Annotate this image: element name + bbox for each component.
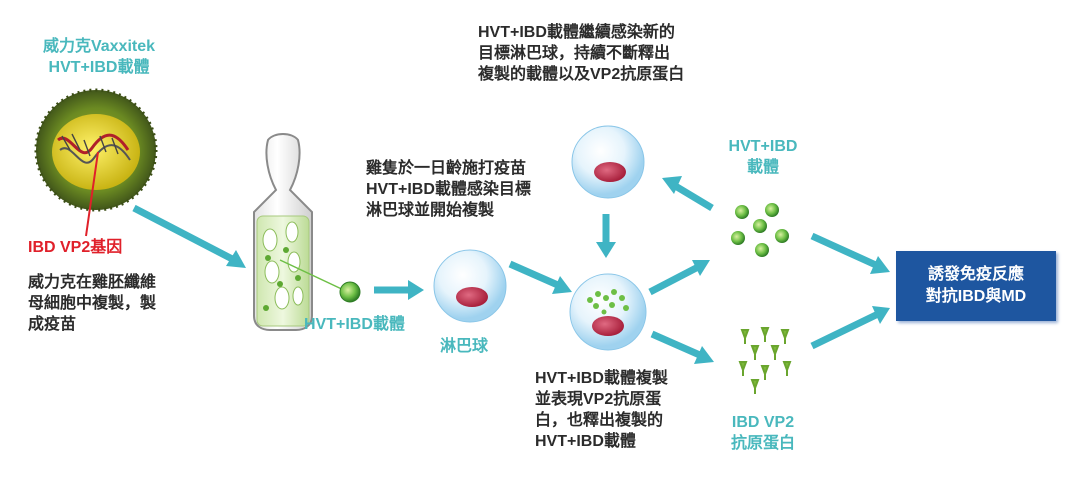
arrow-cell-to-antigens: [650, 330, 714, 364]
continued-infection-description: HVT+IBD載體繼續感染新的 目標淋巴球，持續不斷釋出 複製的載體以及VP2抗…: [478, 24, 685, 84]
lymphocyte-label: 淋巴球: [440, 338, 489, 355]
hvt-ibd-particle-icon: [339, 281, 361, 303]
arrow-carriers-to-result: [810, 232, 890, 274]
vaccination-description: 雞隻於一日齡施打疫苗 HVT+IBD載體感染目標 淋巴球並開始複製: [366, 160, 531, 220]
hvt-ibd-virus-icon: [34, 88, 158, 212]
hvt-ibd-vector-label: HVT+IBD載體: [304, 316, 405, 333]
carrier-label: HVT+IBD 載體: [728, 138, 798, 177]
vector-name-label: 威力克Vaxxitek HVT+IBD載體: [42, 38, 156, 77]
antigen-label: IBD VP2 抗原蛋白: [730, 414, 795, 453]
replication-description: HVT+IBD載體複製 並表現VP2抗原蛋 白，也釋出複製的 HVT+IBD載體: [535, 370, 668, 451]
carrier-particles-icon: [731, 203, 789, 257]
culture-description: 威力克在雞胚纖維 母細胞中複製，製 成疫苗: [28, 274, 157, 334]
arrow-cell-to-carriers: [648, 260, 710, 296]
immune-response-box: 誘發免疫反應 對抗IBD與MD: [896, 251, 1056, 321]
arrow-virus-to-vial: [132, 204, 246, 268]
arrow-cell-to-carrier-top: [662, 176, 714, 212]
arrow-lymphocyte-to-infected-cell: [508, 260, 572, 294]
new-target-lymphocyte-icon: [571, 125, 645, 199]
gene-pointer-line: [85, 151, 99, 237]
gene-label: IBD VP2基因: [28, 239, 123, 256]
lymphocyte-cell-icon: [433, 249, 507, 323]
vial-pointer-line: [279, 259, 349, 293]
arrow-antigens-to-result: [810, 306, 890, 350]
arrow-infection-down: [596, 214, 616, 258]
arrow-particle-to-lymphocyte: [374, 280, 424, 300]
infected-lymphocyte-icon: [569, 273, 647, 351]
vaccine-vial-icon: [253, 133, 313, 331]
vp2-antigen-proteins-icon: [738, 327, 792, 394]
